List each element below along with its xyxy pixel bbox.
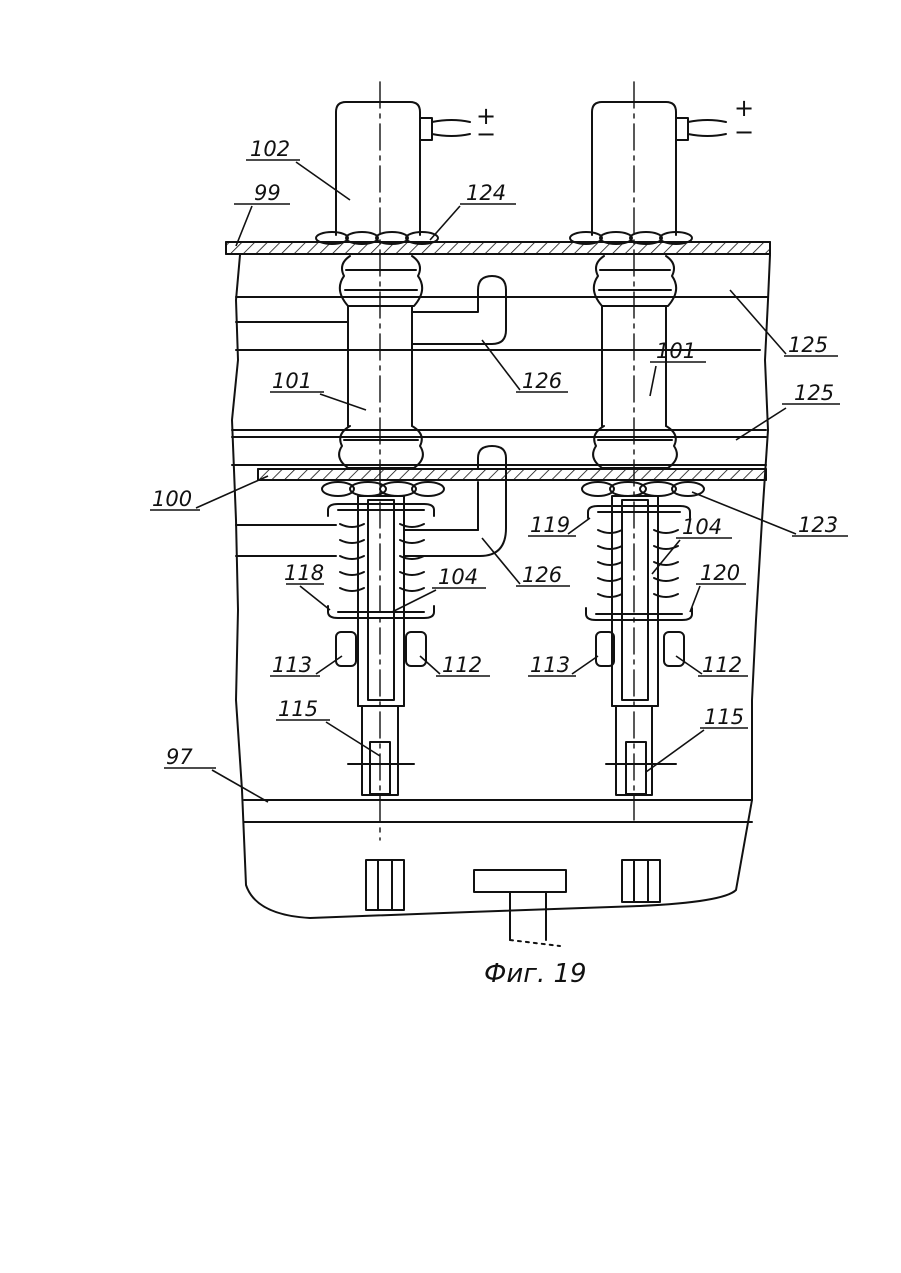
right-assembly (570, 102, 726, 795)
label-102: 102 (250, 137, 290, 161)
label-124: 124 (466, 181, 506, 205)
top-plate-99 (226, 242, 770, 254)
label-104-right: 104 (682, 515, 722, 539)
label-125-lower: 125 (794, 381, 834, 405)
label-101-right: 101 (656, 339, 696, 363)
label-115-left: 115 (278, 697, 318, 721)
label-112-right: 112 (702, 653, 742, 677)
label-126-lower: 126 (522, 563, 562, 587)
minus-sign-left: − (476, 120, 496, 148)
bottom-block-left (366, 860, 404, 910)
minus-sign-right: − (734, 118, 754, 146)
left-assembly (316, 102, 470, 795)
figure-caption: Фиг. 19 (484, 959, 587, 989)
label-123: 123 (798, 513, 838, 537)
label-113-left: 113 (272, 653, 312, 677)
label-101-left: 101 (272, 369, 312, 393)
label-119: 119 (530, 513, 570, 537)
hose-126-upper (412, 276, 506, 344)
middle-plate-100 (258, 469, 766, 480)
label-120: 120 (700, 561, 740, 585)
bottom-block-right (622, 860, 660, 902)
label-104-left: 104 (438, 565, 478, 589)
label-113-right: 113 (530, 653, 570, 677)
label-125-upper: 125 (788, 333, 828, 357)
central-post (474, 870, 566, 892)
label-97: 97 (166, 745, 193, 769)
label-112-left: 112 (442, 653, 482, 677)
label-126-upper: 126 (522, 369, 562, 393)
label-115-right: 115 (704, 705, 744, 729)
label-99: 99 (254, 181, 281, 205)
label-100: 100 (152, 487, 192, 511)
label-118: 118 (284, 561, 324, 585)
